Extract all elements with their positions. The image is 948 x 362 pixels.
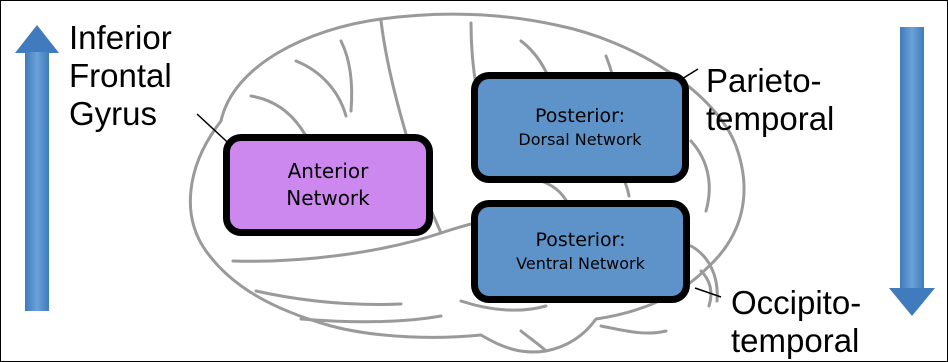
anterior-network-line2: Network bbox=[286, 186, 370, 210]
down-arrow-icon bbox=[889, 27, 935, 316]
anterior-network-box: Anterior Network bbox=[223, 134, 433, 236]
anterior-network-line1: Anterior bbox=[287, 159, 369, 183]
label-parieto-temporal-line1: Parieto- bbox=[706, 62, 822, 99]
posterior-ventral-line2: Ventral Network bbox=[516, 254, 645, 273]
up-arrow-icon bbox=[15, 25, 59, 311]
posterior-ventral-line1: Posterior: bbox=[535, 229, 626, 251]
label-inferior-frontal-gyrus-line2: Frontal bbox=[69, 57, 172, 94]
posterior-dorsal-line1: Posterior: bbox=[534, 105, 626, 127]
label-inferior-frontal-gyrus: Inferior Frontal Gyrus bbox=[69, 19, 172, 133]
label-parieto-temporal-line2: temporal bbox=[706, 100, 835, 137]
posterior-dorsal-line2: Dorsal Network bbox=[518, 130, 642, 149]
label-occipito-temporal-line1: Occipito- bbox=[731, 284, 862, 321]
label-inferior-frontal-gyrus-line1: Inferior bbox=[69, 19, 172, 56]
posterior-dorsal-network-box: Posterior: Dorsal Network bbox=[471, 72, 689, 183]
posterior-ventral-network-box: Posterior: Ventral Network bbox=[471, 200, 690, 303]
label-occipito-temporal-line2: temporal bbox=[731, 322, 860, 359]
label-parieto-temporal: Parieto- temporal bbox=[706, 62, 834, 138]
label-inferior-frontal-gyrus-line3: Gyrus bbox=[69, 95, 158, 132]
label-occipito-temporal: Occipito- temporal bbox=[731, 284, 861, 360]
